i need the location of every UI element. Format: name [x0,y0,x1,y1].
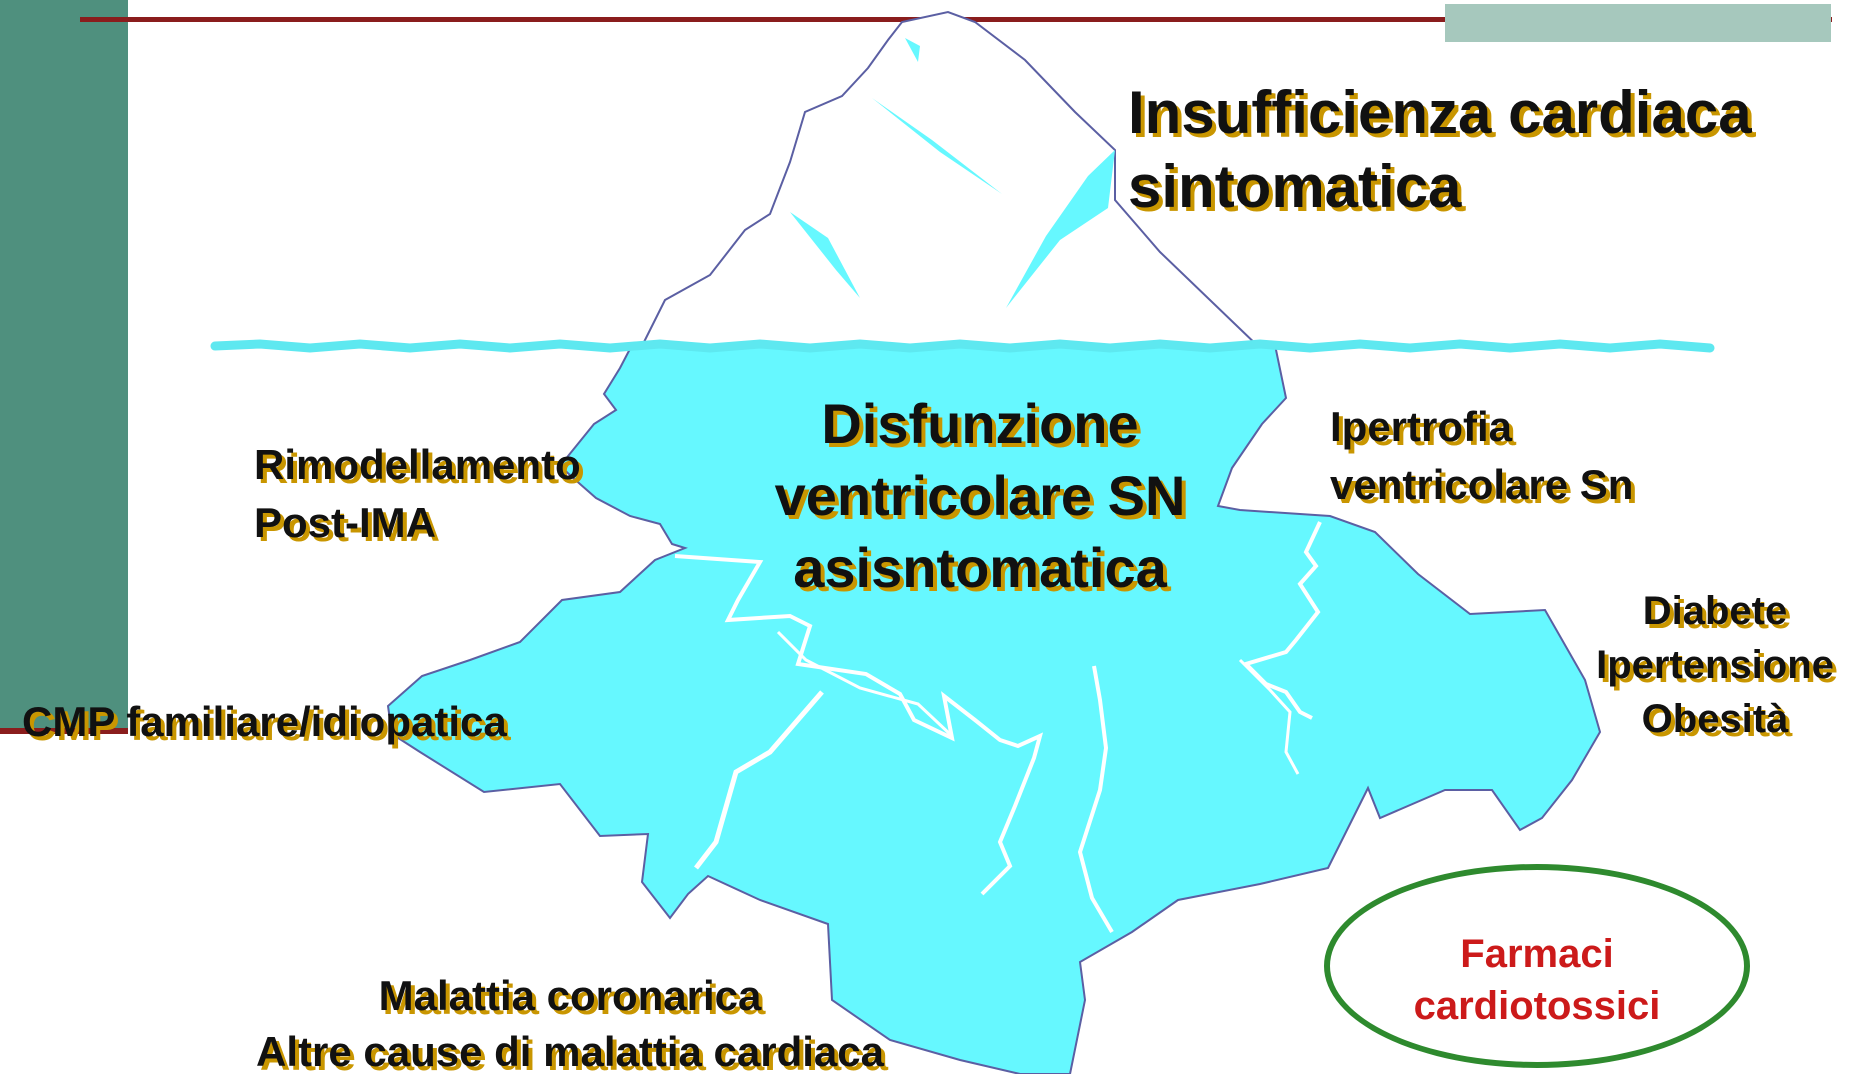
risk-factors-label: Diabete Ipertensione Obesità [1596,589,1834,741]
iceberg-crack [1238,658,1300,775]
symptomatic-heart-failure-label: Insufficienza cardiaca sintomatica [1128,79,1752,220]
iceberg-crack [1242,521,1322,720]
hypertrophy-label: Ipertrofia ventricolare Sn [1330,403,1634,508]
iceberg-crack [776,630,954,738]
cardiotoxic-drugs-ellipse [1324,864,1750,1068]
tip-crevice [1006,150,1115,308]
left-accent-bar [0,0,128,730]
iceberg-submerged [386,344,1602,1074]
asymptomatic-dysfunction-label: Disfunzione ventricolare SN asisntomatic… [774,392,1186,599]
corner-accent-box [1445,4,1831,42]
iceberg-crack [674,554,1044,896]
cardiotoxic-drugs-label: Farmaci cardiotossici [1413,932,1661,1028]
cardiomyopathy-label: CMP familiare/idiopatica [22,698,507,745]
left-divider-line [0,728,128,734]
tip-crevice [872,98,1002,194]
iceberg-crack [694,690,824,870]
tip-crevice [905,38,920,62]
coronary-disease-label: Malattia coronarica Altre cause di malat… [256,972,884,1074]
tip-crevice [790,212,860,298]
remodeling-label: Rimodellamento Post-IMA [254,441,581,546]
water-line [210,339,1715,353]
iceberg-crack [1077,665,1114,934]
iceberg-tip [638,10,1265,351]
